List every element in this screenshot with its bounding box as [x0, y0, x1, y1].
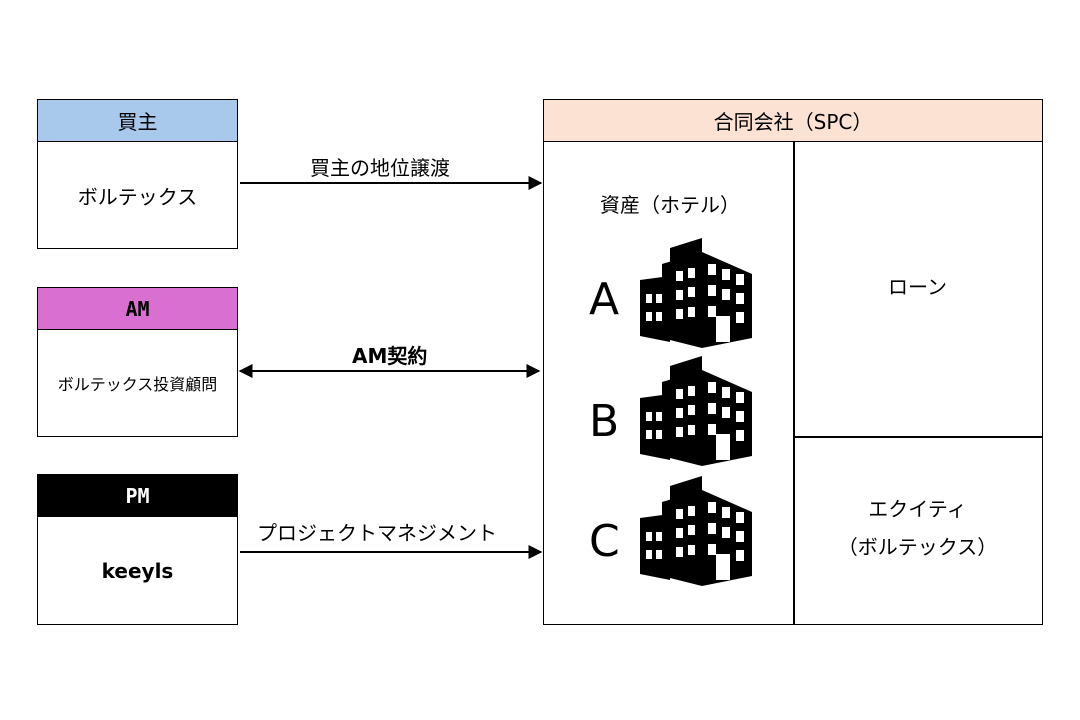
- hotel-building-icon: [640, 238, 752, 348]
- pm-header: PM: [38, 475, 237, 517]
- buyer-box: 買主 ボルテックス: [37, 99, 238, 249]
- buyer-header: 買主: [38, 100, 237, 142]
- pm-box: PM keeyls: [37, 474, 238, 625]
- pm-arrow-label: プロジェクトマネジメント: [257, 521, 497, 545]
- equity-line1: エクイティ: [868, 497, 967, 521]
- spc-divider-horizontal: [793, 436, 1042, 438]
- asset-letter-b: B: [589, 396, 620, 447]
- am-name: ボルテックス投資顧問: [57, 375, 218, 394]
- loan-label: ローン: [888, 275, 947, 299]
- spc-header: 合同会社（SPC）: [544, 100, 1042, 142]
- spc-box: 合同会社（SPC） 資産（ホテル） ローン エクイティ （ボルテックス）: [543, 99, 1043, 625]
- am-header: AM: [38, 288, 237, 330]
- spc-divider-vertical: [793, 142, 795, 624]
- buyer-arrow-label: 買主の地位譲渡: [310, 156, 450, 180]
- hotel-building-icon: [640, 356, 752, 466]
- equity-label: エクイティ （ボルテックス）: [793, 490, 1042, 566]
- assets-label: 資産（ホテル）: [600, 193, 740, 217]
- pm-name: keeyls: [101, 558, 174, 583]
- am-box: AM ボルテックス投資顧問: [37, 287, 238, 437]
- buyer-name: ボルテックス: [77, 184, 198, 209]
- equity-line2: （ボルテックス）: [837, 535, 998, 559]
- asset-letter-a: A: [589, 274, 620, 325]
- hotel-building-icon: [640, 476, 752, 586]
- asset-letter-c: C: [589, 516, 620, 567]
